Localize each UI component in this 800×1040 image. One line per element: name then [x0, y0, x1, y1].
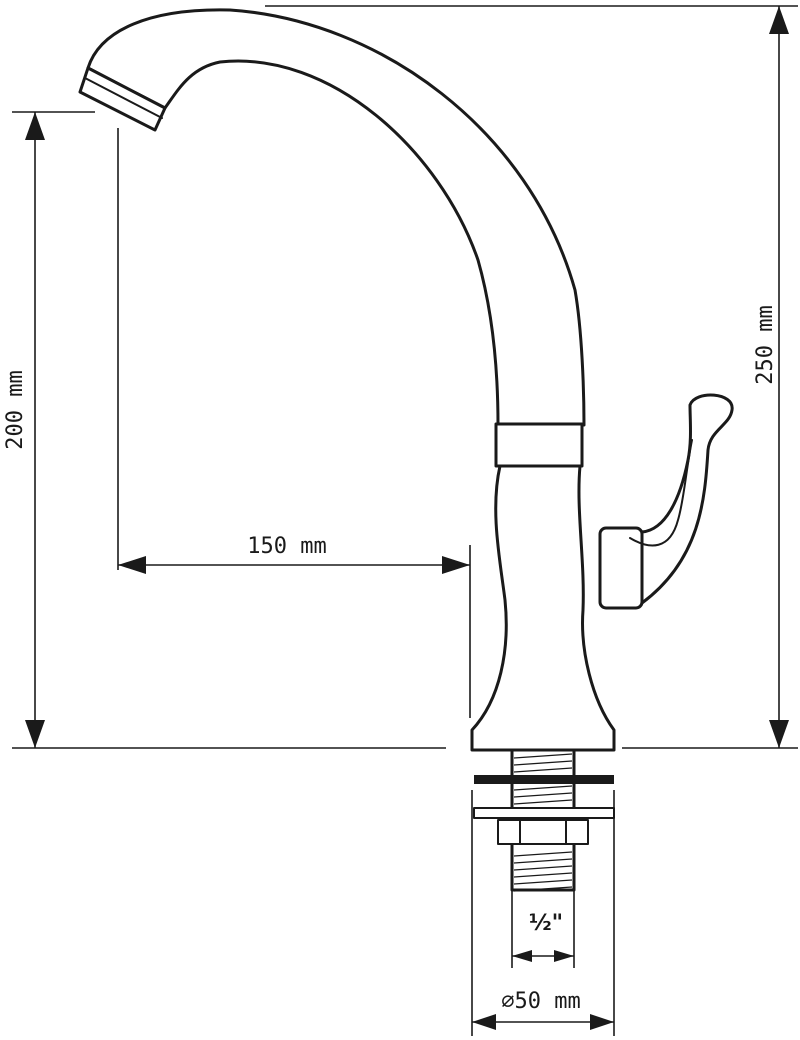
reach-150-label: 150 mm — [247, 534, 326, 559]
thread-line — [513, 858, 573, 864]
thread-line — [513, 767, 573, 773]
arrow-head-right — [442, 556, 470, 574]
thread-line — [513, 865, 573, 871]
faucet-spout — [78, 8, 586, 427]
arrow-head-up — [25, 112, 45, 140]
thread-line — [513, 792, 573, 798]
height-250-label: 250 mm — [753, 305, 778, 384]
dimension-50mm: ⌀50 mm — [471, 790, 615, 1036]
arrow-head-down — [25, 720, 45, 748]
arrow-head-down — [769, 720, 789, 748]
thread-line — [513, 886, 573, 892]
thread-size-label: ½" — [529, 911, 563, 936]
arrow-head-right — [590, 1014, 614, 1030]
faucet-base-body — [470, 464, 616, 752]
arrow-head-up — [769, 6, 789, 34]
thread-line — [513, 879, 573, 885]
shank-thread — [513, 753, 573, 892]
thread-line — [513, 753, 573, 759]
height-200-label: 200 mm — [3, 370, 28, 449]
thread-line — [513, 872, 573, 878]
thread-line — [513, 785, 573, 791]
mounting-plate — [473, 807, 615, 819]
dimension-thread: ½" — [511, 890, 575, 968]
lever-handle — [598, 393, 734, 610]
dimension-250mm: 250 mm — [265, 5, 798, 749]
spout-collar — [494, 422, 584, 468]
arrow-head-left — [118, 556, 146, 574]
lock-nut — [497, 819, 589, 845]
sealing-gasket — [474, 775, 614, 784]
arrow-head-left — [512, 950, 532, 962]
arrow-head-right — [554, 950, 574, 962]
dimension-150mm: 150 mm — [117, 128, 471, 718]
thread-line — [513, 799, 573, 805]
thread-line — [513, 851, 573, 857]
arrow-head-left — [472, 1014, 496, 1030]
thread-line — [513, 760, 573, 766]
dimension-200mm: 200 mm — [3, 111, 446, 749]
base-diameter-label: ⌀50 mm — [501, 989, 580, 1014]
